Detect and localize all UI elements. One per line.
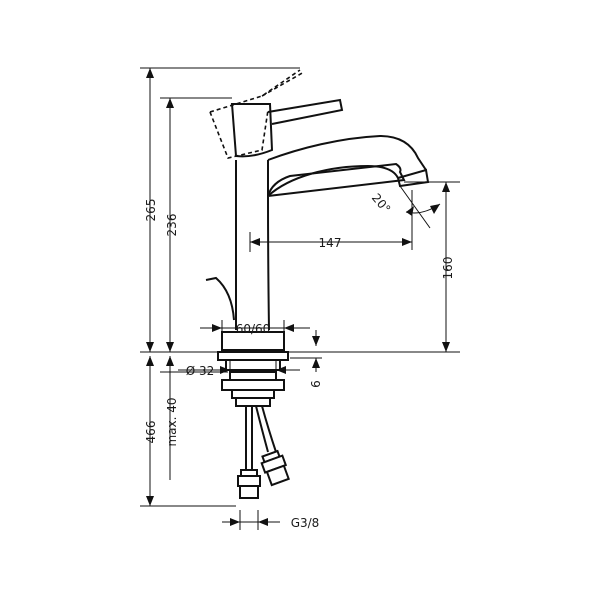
dim-base-width: 60/60 [236,322,271,336]
dim-connection-thread: G3/8 [291,516,320,530]
dim-handle-height: 236 [165,214,179,237]
dim-total-height: 265 [144,199,158,222]
dim-hole-diameter: Ø 32 [186,364,215,378]
dim-plate-thickness: 6 [309,380,323,388]
faucet-body [205,98,430,351]
dim-max-counter-thickness: max. 40 [165,397,179,446]
dim-spout-reach: 147 [319,236,342,250]
mounting-hardware [217,351,289,407]
supply-hoses [237,405,290,499]
dim-hose-length: 466 [144,421,158,444]
dim-spout-height: 160 [441,257,455,280]
dim-spout-angle: 20° [369,191,393,216]
handle-open-position [209,69,305,159]
